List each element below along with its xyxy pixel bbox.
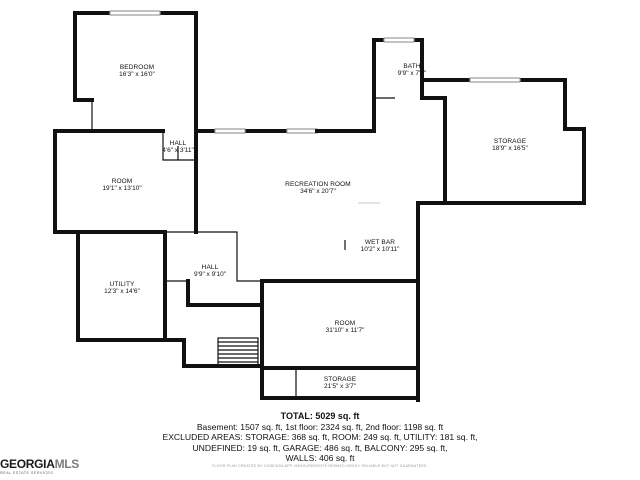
room-label-bedroom: BEDROOM [120, 64, 154, 71]
room-left-walls [53, 128, 376, 234]
room-dims-bedroom: 16'3" x 16'0" [119, 71, 155, 78]
stair-walls [182, 303, 264, 368]
room-label-hall-lower: HALL [202, 264, 219, 271]
room-label-bath: BATH [403, 63, 420, 70]
room-dims-room-left: 19'1" x 13'10" [102, 185, 142, 192]
logo-text-georgia: GEORGIA [0, 457, 55, 471]
area-summary: TOTAL: 5029 sq. ft Basement: 1507 sq. ft… [0, 411, 640, 464]
undefined-areas-line: UNDEFINED: 19 sq. ft, GARAGE: 486 sq. ft… [192, 442, 448, 453]
storage-right-walls [418, 77, 586, 205]
room-dims-wet-bar: 10'2" x 10'11" [361, 246, 400, 253]
utility-walls [53, 230, 420, 370]
room-label-utility: UTILITY [110, 281, 135, 288]
room-dims-hall-upper: 4'6" x 3'11" [162, 147, 194, 154]
bedroom-walls [73, 10, 198, 133]
room-dims-storage-bottom: 21'5" x 3'7" [324, 383, 357, 390]
recreation-walls [358, 201, 422, 402]
room-label-storage-right: STORAGE [494, 138, 527, 145]
excluded-areas-line: EXCLUDED AREAS: STORAGE: 368 sq. ft, ROO… [162, 432, 478, 442]
room-label-recreation: RECREATION ROOM [285, 181, 351, 188]
room-dims-utility: 12'3" x 14'6" [104, 288, 140, 295]
area-floors-line: Basement: 1507 sq. ft, 1st floor: 2324 s… [196, 421, 444, 432]
room-label-storage-bottom: STORAGE [324, 376, 357, 383]
bath-walls [372, 37, 447, 133]
disclaimer-text: FLOOR PLAN CREATED BY CUBICASA APP. MEAS… [212, 464, 428, 468]
room-label-wet-bar: WET BAR [365, 239, 395, 246]
hall-upper-walls [162, 131, 196, 161]
room-label-room-left: ROOM [112, 178, 133, 185]
stairs [217, 337, 259, 367]
logo-text-mls: MLS [54, 457, 80, 471]
room-dims-hall-lower: 9'9" x 9'10" [194, 271, 227, 278]
room-dims-bath: 9'9" x 7'6" [398, 70, 427, 77]
georgia-mls-logo: GEORGIAMLS REAL ESTATE SERVICES [0, 457, 79, 480]
area-total: TOTAL: 5029 sq. ft [280, 411, 360, 421]
room-label-room-lower: ROOM [335, 320, 356, 327]
room-lower-walls [260, 366, 420, 400]
logo-subtitle: REAL ESTATE SERVICES [0, 471, 54, 475]
room-label-hall-upper: HALL [170, 140, 187, 147]
room-dims-storage-right: 18'9" x 16'5" [492, 145, 528, 152]
walls-area-line: WALLS: 406 sq. ft [285, 453, 355, 463]
room-dims-room-lower: 31'10" x 11'7" [326, 327, 365, 334]
room-dims-recreation: 34'6" x 20'7" [300, 188, 336, 195]
